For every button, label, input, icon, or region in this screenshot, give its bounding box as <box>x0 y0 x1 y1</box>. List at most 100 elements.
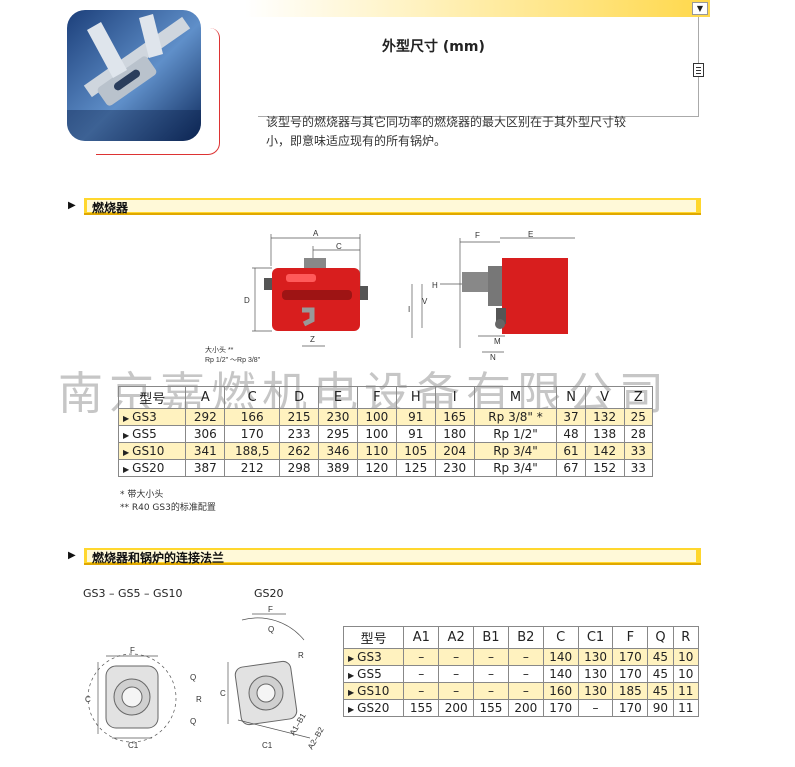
intro-text: 该型号的燃烧器与其它同功率的燃烧器的最大区别在于其外型尺寸较小，即意味适应现有的… <box>266 115 627 148</box>
table-cell: 10 <box>672 665 700 683</box>
hero-frame-line <box>96 28 220 155</box>
flange-right-label-q: Q <box>268 625 274 634</box>
table-cell: – <box>577 699 614 717</box>
table-cell: 306 <box>185 425 226 443</box>
table-cell: 120 <box>356 459 397 477</box>
row-arrow-icon: ▶ <box>348 705 355 714</box>
flange-header-cell: A2 <box>438 626 475 649</box>
model-name: GS5 <box>357 667 382 681</box>
flange-left-label-f: F <box>130 646 135 655</box>
table-cell: 180 <box>434 425 475 443</box>
dim-header-cell: M <box>473 386 558 409</box>
header-underline-rule <box>258 116 699 117</box>
table-cell: 165 <box>434 408 475 426</box>
table-cell: – <box>473 665 509 683</box>
row-arrow-icon: ▶ <box>348 671 355 680</box>
callout-text-2: Rp 1/2" ～Rp 3/8" <box>205 357 261 364</box>
table-cell: 10 <box>672 648 700 666</box>
dim-label-i: I <box>408 305 410 314</box>
table-cell: 91 <box>395 425 436 443</box>
flange-header-cell: Q <box>647 626 674 649</box>
flange-diagram: F C C1 Q R Q F Q R C C1 A1–B1 A2–B2 <box>85 605 326 751</box>
flange-header-cell: F <box>612 626 649 649</box>
table-cell: 230 <box>318 408 358 426</box>
table-cell: 160 <box>542 682 579 700</box>
dim-header-cell: A <box>185 386 226 409</box>
table-cell: 292 <box>185 408 226 426</box>
table-cell: – <box>507 682 544 700</box>
table-cell: 200 <box>507 699 544 717</box>
table-cell: – <box>507 665 544 683</box>
table-cell: 33 <box>623 459 654 477</box>
table-cell: 11 <box>672 699 700 717</box>
dim-label-a: A <box>313 229 319 238</box>
row-arrow-icon: ▶ <box>348 654 355 663</box>
flange-label-right: GS20 <box>254 587 284 600</box>
row-arrow-icon: ▶ <box>348 688 355 697</box>
flange-left-label-r: R <box>196 695 202 704</box>
table-cell: 100 <box>356 425 397 443</box>
table-cell: 45 <box>647 682 674 700</box>
burner-dimension-diagram: A C D Z F E H V I M N 大小头 ** Rp 1/2" ～Rp… <box>205 229 575 364</box>
table-cell: 138 <box>584 425 625 443</box>
table-cell: 25 <box>623 408 654 426</box>
dim-label-m: M <box>494 337 501 346</box>
row-arrow-icon: ▶ <box>123 465 130 474</box>
table-cell: 387 <box>185 459 226 477</box>
model-name: GS10 <box>132 444 165 458</box>
table-cell: 389 <box>318 459 358 477</box>
dim-label-h: H <box>432 281 438 290</box>
row-arrow-icon: ▶ <box>123 414 130 423</box>
section-arrow-icon: ▶ <box>68 200 76 211</box>
table-cell: 61 <box>556 442 586 460</box>
model-cell: ▶GS20 <box>342 699 405 717</box>
table-cell: 341 <box>185 442 226 460</box>
table-cell: 215 <box>279 408 320 426</box>
table-cell: – <box>438 682 475 700</box>
document-icon[interactable] <box>693 63 704 77</box>
table-cell: 45 <box>647 648 674 666</box>
flange-header-cell: B1 <box>473 626 509 649</box>
dim-label-d: D <box>244 296 250 305</box>
model-name: GS20 <box>132 461 165 475</box>
dim-label-n: N <box>490 353 496 362</box>
table-cell: 170 <box>542 699 579 717</box>
flange-right-label-a2b2: A2–B2 <box>306 725 326 751</box>
table-cell: 105 <box>395 442 436 460</box>
section-title-burner: 燃烧器 <box>92 201 129 215</box>
dropdown-arrow-icon[interactable]: ▼ <box>692 2 708 15</box>
flange-header-cell: A1 <box>403 626 440 649</box>
section-bar <box>84 548 701 565</box>
table-cell: 67 <box>556 459 586 477</box>
table-cell: 170 <box>612 699 649 717</box>
dim-header-cell: E <box>318 386 358 409</box>
model-name: GS3 <box>132 410 157 424</box>
dim-header-cell: D <box>279 386 320 409</box>
caliper-image <box>67 10 201 141</box>
table-cell: 262 <box>279 442 320 460</box>
callout-text-1: 大小头 ** <box>205 345 234 354</box>
model-name: GS20 <box>357 701 390 715</box>
header-gradient-bar <box>245 0 710 17</box>
dim-header-cell: F <box>356 386 397 409</box>
table-cell: 33 <box>623 442 654 460</box>
dim-label-c: C <box>336 242 342 251</box>
table-cell: 188,5 <box>224 442 281 460</box>
table-cell: 91 <box>395 408 436 426</box>
section-title-flange: 燃烧器和锅炉的连接法兰 <box>92 551 225 565</box>
table-cell: 204 <box>434 442 475 460</box>
table-cell: 48 <box>556 425 586 443</box>
table-cell: 155 <box>473 699 509 717</box>
flange-left-label-q2: Q <box>190 717 196 726</box>
flange-right-label-c: C <box>220 689 226 698</box>
